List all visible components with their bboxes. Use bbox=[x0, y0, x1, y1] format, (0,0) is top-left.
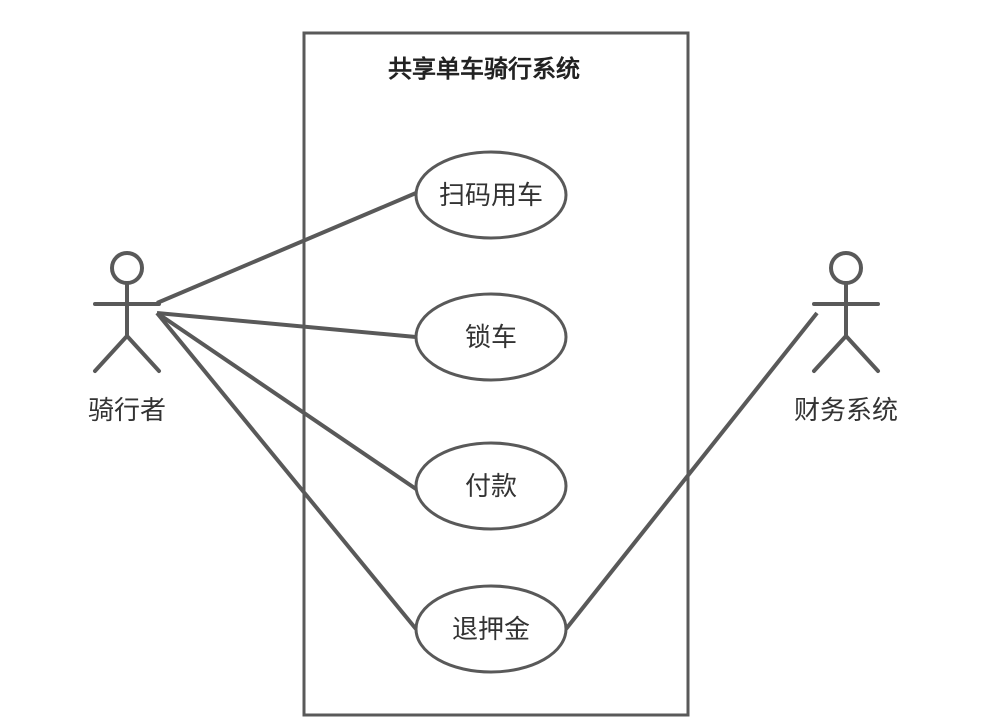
use-case-lock[interactable]: 锁车 bbox=[414, 292, 568, 382]
use-case-refund-label: 退押金 bbox=[452, 615, 530, 645]
use-case-scan[interactable]: 扫码用车 bbox=[414, 150, 568, 240]
use-case-lock-label: 锁车 bbox=[465, 323, 517, 353]
system-title: 共享单车骑行系统 bbox=[388, 55, 580, 83]
use-case-pay-shape bbox=[414, 441, 568, 531]
association-rider-pay bbox=[155, 311, 418, 491]
stick-figure-icon bbox=[812, 251, 880, 373]
actor-finance-system[interactable]: 财务系统 bbox=[794, 251, 898, 426]
use-case-scan-label: 扫码用车 bbox=[439, 181, 543, 211]
actor-rider-label: 骑行者 bbox=[88, 396, 166, 426]
association-rider-scan bbox=[156, 191, 417, 305]
use-case-lock-shape bbox=[414, 292, 568, 382]
association-rider-lock bbox=[156, 311, 417, 339]
association-finance-refund bbox=[564, 311, 819, 631]
association-rider-refund bbox=[155, 311, 418, 631]
stick-figure-icon bbox=[93, 251, 161, 373]
use-case-pay[interactable]: 付款 bbox=[414, 441, 568, 531]
use-case-refund-shape bbox=[414, 584, 568, 674]
use-case-refund[interactable]: 退押金 bbox=[414, 584, 568, 674]
actor-finance-system-label: 财务系统 bbox=[794, 396, 898, 426]
use-case-scan-shape bbox=[414, 150, 568, 240]
use-case-pay-label: 付款 bbox=[465, 472, 517, 502]
actor-rider[interactable]: 骑行者 bbox=[88, 251, 166, 426]
